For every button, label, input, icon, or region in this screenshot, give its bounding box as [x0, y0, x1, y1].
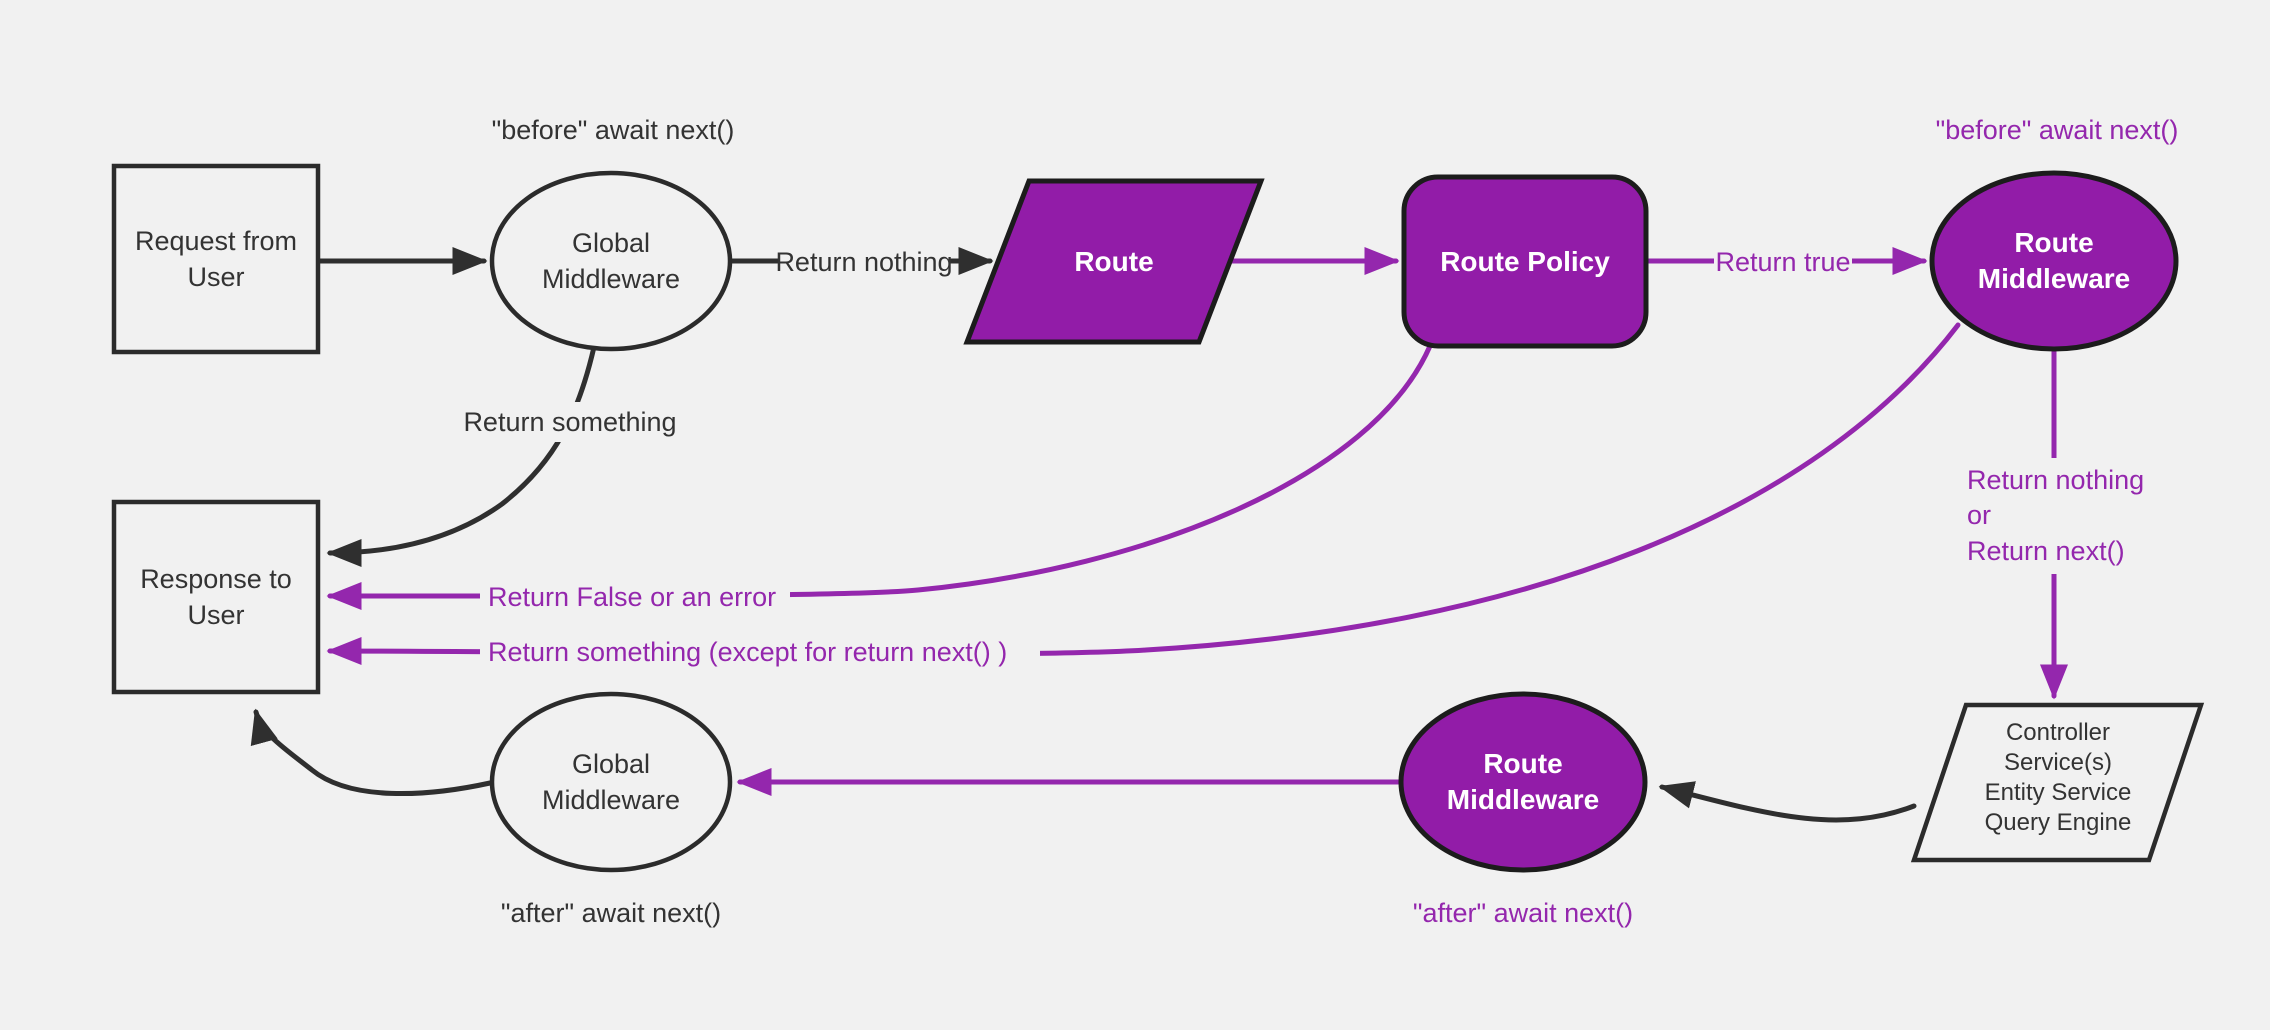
- return-true-label: Return true: [1715, 247, 1850, 277]
- controller-line2: Service(s): [2004, 749, 2112, 776]
- return-something-except-label: Return something (except for return next…: [488, 637, 1007, 667]
- edge-route-policy-false-to-response: [326, 343, 1433, 611]
- route-middleware-bottom-line2: Middleware: [1447, 784, 1599, 815]
- route-middleware-top-line1: Route: [2014, 227, 2093, 258]
- return-nothing-or-line1: Return nothing: [1967, 465, 2144, 495]
- request-from-user-line2: User: [187, 262, 244, 292]
- global-middleware-bottom-ellipse: [489, 691, 733, 873]
- return-false-label-bg: [480, 576, 790, 616]
- before-await-next-right-label: "before" await next(): [1936, 115, 2179, 145]
- route-middleware-top-line2: Middleware: [1978, 263, 2130, 294]
- after-await-next-purple-label: "after" await next(): [1413, 898, 1633, 928]
- return-true-label-bg: [1714, 242, 1852, 280]
- controller-line3: Entity Service: [1985, 779, 2132, 806]
- return-something-except-label-bg: [480, 631, 1040, 671]
- global-middleware-top-line1: Global: [572, 228, 650, 258]
- controller-line4: Query Engine: [1985, 809, 2132, 836]
- return-nothing-or-line2: or: [1967, 500, 1991, 530]
- return-nothing-or-line3: Return next(): [1967, 536, 2125, 566]
- route-middleware-top-ellipse: [1929, 170, 2179, 352]
- controller-line1: Controller: [2006, 719, 2110, 746]
- controller-parallelogram: [1910, 702, 2205, 863]
- return-nothing-or-next-label-bg: [1956, 458, 2146, 574]
- edge-global-middleware-return-something-to-response: [326, 344, 597, 567]
- before-await-next-top-label: "before" await next(): [492, 115, 735, 145]
- route-label: Route: [1074, 246, 1153, 277]
- route-middleware-bottom-ellipse: [1398, 691, 1648, 873]
- route-parallelogram: [963, 178, 1265, 345]
- edge-controller-to-route-middleware-bottom: [1658, 781, 1917, 823]
- return-false-or-error-label: Return False or an error: [488, 582, 776, 612]
- global-middleware-top-ellipse: [489, 170, 733, 352]
- return-something-label-bg: [468, 402, 672, 442]
- request-from-user-line1: Request from: [135, 226, 297, 256]
- route-policy-label: Route Policy: [1440, 246, 1610, 277]
- after-await-next-dark-label: "after" await next(): [501, 898, 721, 928]
- edge-global-middleware-bottom-to-response: [250, 708, 493, 797]
- global-middleware-bottom-line2: Middleware: [542, 785, 680, 815]
- return-nothing-label: Return nothing: [775, 247, 952, 277]
- nodes: Request from User Global Middleware Rout…: [111, 163, 2205, 873]
- return-something-label: Return something: [463, 407, 676, 437]
- return-nothing-label-bg: [778, 242, 950, 280]
- request-from-user-box: [111, 163, 321, 355]
- response-to-user-box: [111, 499, 321, 695]
- route-policy-box: [1401, 174, 1649, 349]
- global-middleware-bottom-line1: Global: [572, 749, 650, 779]
- response-to-user-line2: User: [187, 600, 244, 630]
- route-middleware-bottom-line1: Route: [1483, 748, 1562, 779]
- global-middleware-top-line2: Middleware: [542, 264, 680, 294]
- response-to-user-line1: Response to: [140, 564, 292, 594]
- edge-labels: "before" await next() Return nothing Ret…: [463, 115, 2178, 928]
- edge-label-backgrounds: [468, 242, 2146, 671]
